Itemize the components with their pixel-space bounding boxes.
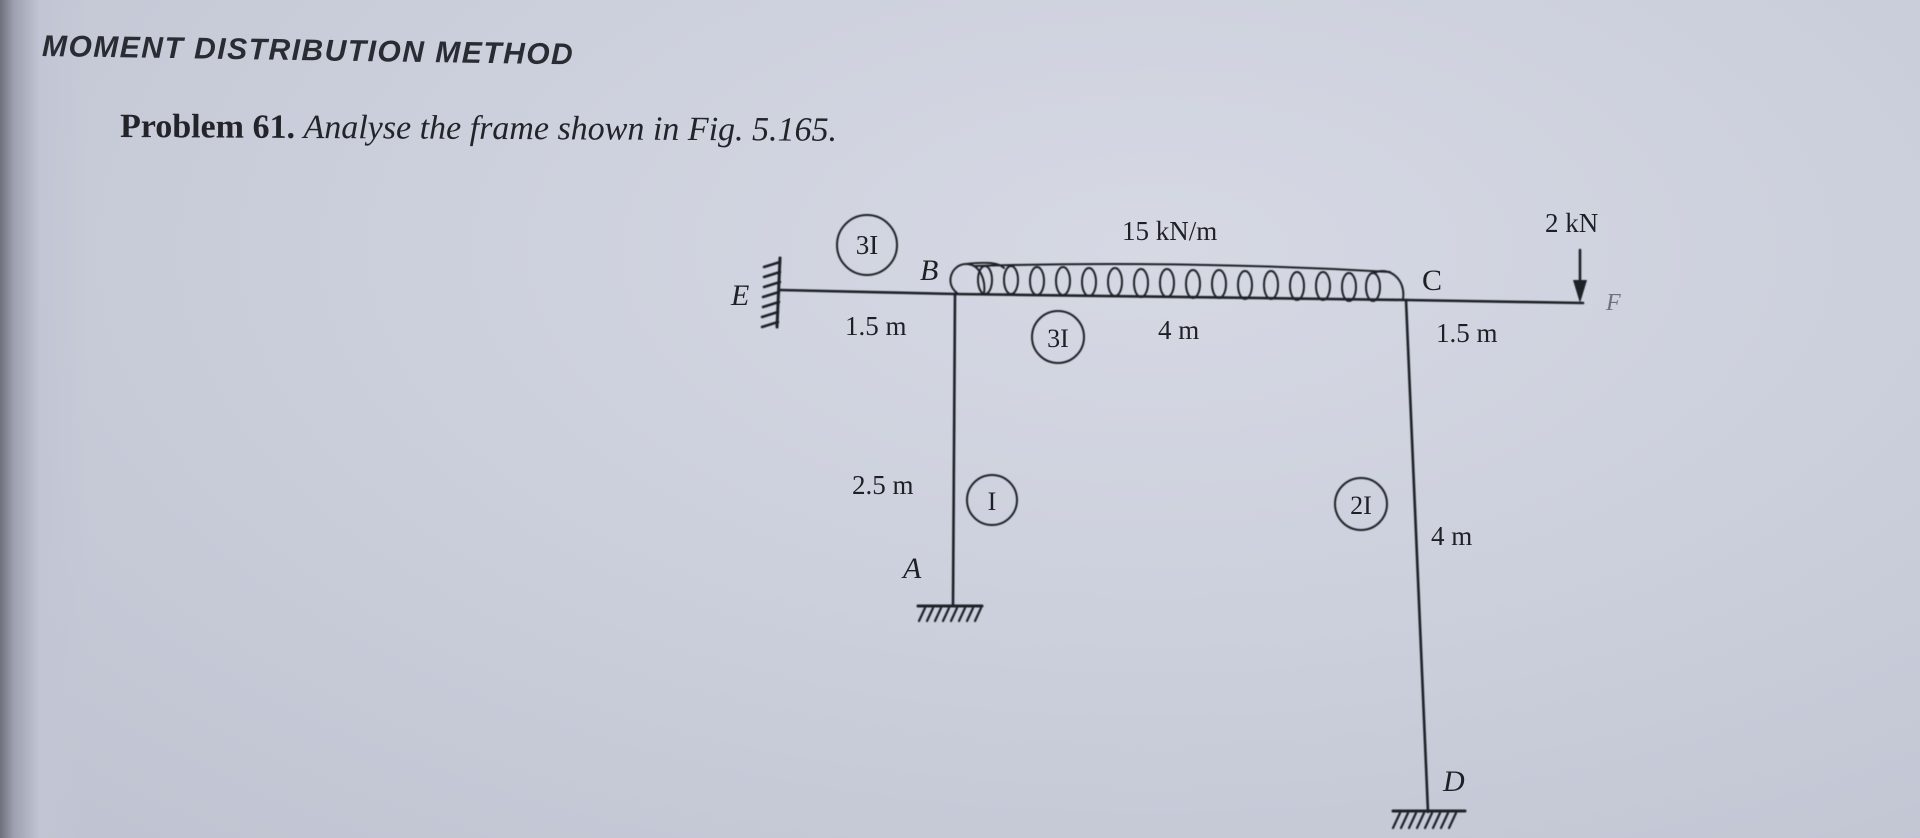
- node-label-f: F: [1605, 290, 1621, 316]
- node-label-b: B: [920, 254, 938, 287]
- member-bc: [953, 292, 1408, 302]
- member-eb: [778, 288, 957, 296]
- member-cf: [1404, 298, 1585, 305]
- length-label-dc: 4 m: [1431, 521, 1472, 551]
- fixed-support-d-icon: [1391, 809, 1467, 830]
- stiffness-label-bc: 3I: [1047, 324, 1069, 353]
- point-load-arrow-icon: [1573, 248, 1587, 303]
- member-dc: [1404, 298, 1430, 814]
- node-label-d: D: [1442, 765, 1465, 798]
- stiffness-circle-dc: [1334, 477, 1388, 531]
- length-label-ab: 2.5 m: [852, 470, 914, 500]
- member-ab: [951, 292, 957, 606]
- stiffness-label-eb: 3I: [856, 230, 879, 260]
- stiffness-circle-ab: [966, 474, 1018, 526]
- udl-label: 15 kN/m: [1122, 216, 1217, 246]
- length-label-cf: 1.5 m: [1436, 318, 1498, 348]
- fixed-wall-support-e-icon: [760, 256, 782, 329]
- stiffness-circle-eb: [836, 214, 898, 276]
- node-label-c: C: [1422, 264, 1442, 297]
- stiffness-label-dc: 2I: [1350, 491, 1372, 520]
- stiffness-label-ab: I: [988, 487, 997, 516]
- distributed-load-coil-icon: [949, 261, 1405, 302]
- length-label-eb: 1.5 m: [845, 311, 907, 341]
- length-label-bc: 4 m: [1158, 315, 1199, 345]
- point-load-label: 2 kN: [1545, 208, 1598, 238]
- fixed-support-a-icon: [916, 604, 984, 623]
- node-label-e: E: [730, 279, 749, 312]
- stiffness-circle-bc: [1031, 310, 1085, 364]
- node-label-a: A: [901, 552, 922, 585]
